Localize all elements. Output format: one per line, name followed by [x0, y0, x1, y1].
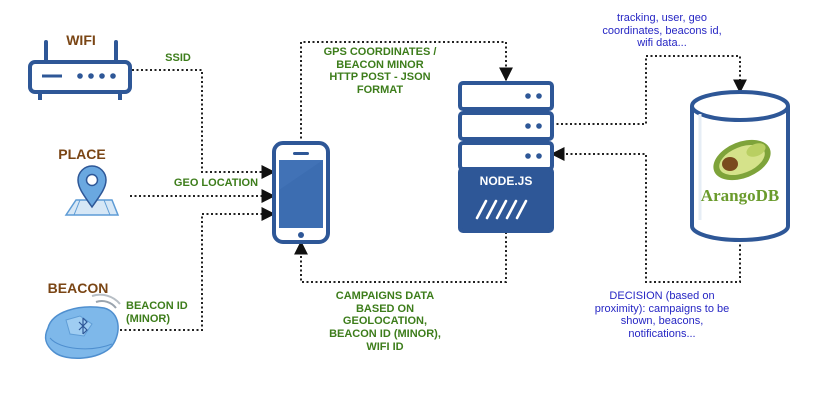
beacon-title: BEACON — [47, 280, 109, 296]
gps-post-line: GPS COORDINATES / — [323, 46, 437, 58]
decision-line: shown, beacons, — [620, 315, 704, 328]
campaigns-line: CAMPAIGNS DATA — [335, 290, 435, 302]
edge-label-decision: DECISION (based on proximity): campaigns… — [582, 290, 742, 341]
decision-line: proximity): campaigns to be — [594, 302, 730, 315]
edge-db-to-server — [550, 147, 741, 283]
edge-label-geo-location: GEO LOCATION — [173, 177, 259, 189]
edge-label-campaigns: CAMPAIGNS DATA BASED ON GEOLOCATION, BEA… — [310, 290, 460, 353]
edge-label-gps-post: GPS COORDINATES / BEACON MINOR HTTP POST… — [314, 46, 446, 97]
gps-post-line: BEACON MINOR — [336, 58, 424, 71]
edge-label-tracking: tracking, user, geo coordinates, beacons… — [592, 12, 732, 50]
edge-server-to-db — [552, 55, 747, 125]
place-title: PLACE — [58, 146, 106, 162]
smartphone-icon — [272, 141, 330, 244]
server-icon — [458, 81, 554, 233]
campaigns-line: BASED ON — [355, 302, 415, 315]
avocado-icon — [713, 139, 771, 181]
gps-post-line: FORMAT — [356, 83, 404, 96]
edge-label-beacon-id: BEACON ID (MINOR) — [126, 300, 206, 325]
gps-post-line: HTTP POST - JSON — [329, 71, 431, 84]
decision-line: notifications... — [628, 327, 696, 340]
arangodb-logo-text: ArangoDB — [700, 186, 780, 205]
decision-line: DECISION (based on — [609, 290, 715, 302]
edge-server-to-phone — [294, 232, 507, 283]
edge-wifi-to-phone — [132, 69, 276, 179]
campaigns-line: GEOLOCATION, — [342, 315, 428, 328]
map-pin-icon — [64, 165, 120, 216]
edge-phone-to-server — [300, 41, 513, 143]
beacon-id-line: (MINOR) — [126, 312, 170, 325]
server-label: NODE.JS — [479, 174, 533, 188]
edge-label-ssid: SSID — [165, 52, 191, 64]
bluetooth-beacon-icon — [44, 293, 121, 359]
tracking-line: wifi data... — [637, 37, 687, 50]
beacon-id-line: BEACON ID — [126, 300, 188, 312]
tracking-line: coordinates, beacons id, — [602, 24, 722, 37]
campaigns-line: WIFI ID — [366, 340, 404, 353]
wifi-title: WIFI — [66, 32, 96, 48]
edge-beacon-to-phone — [120, 207, 276, 331]
campaigns-line: BEACON ID (MINOR), — [329, 327, 441, 340]
wifi-router-icon — [28, 40, 132, 100]
tracking-line: tracking, user, geo — [617, 12, 707, 24]
